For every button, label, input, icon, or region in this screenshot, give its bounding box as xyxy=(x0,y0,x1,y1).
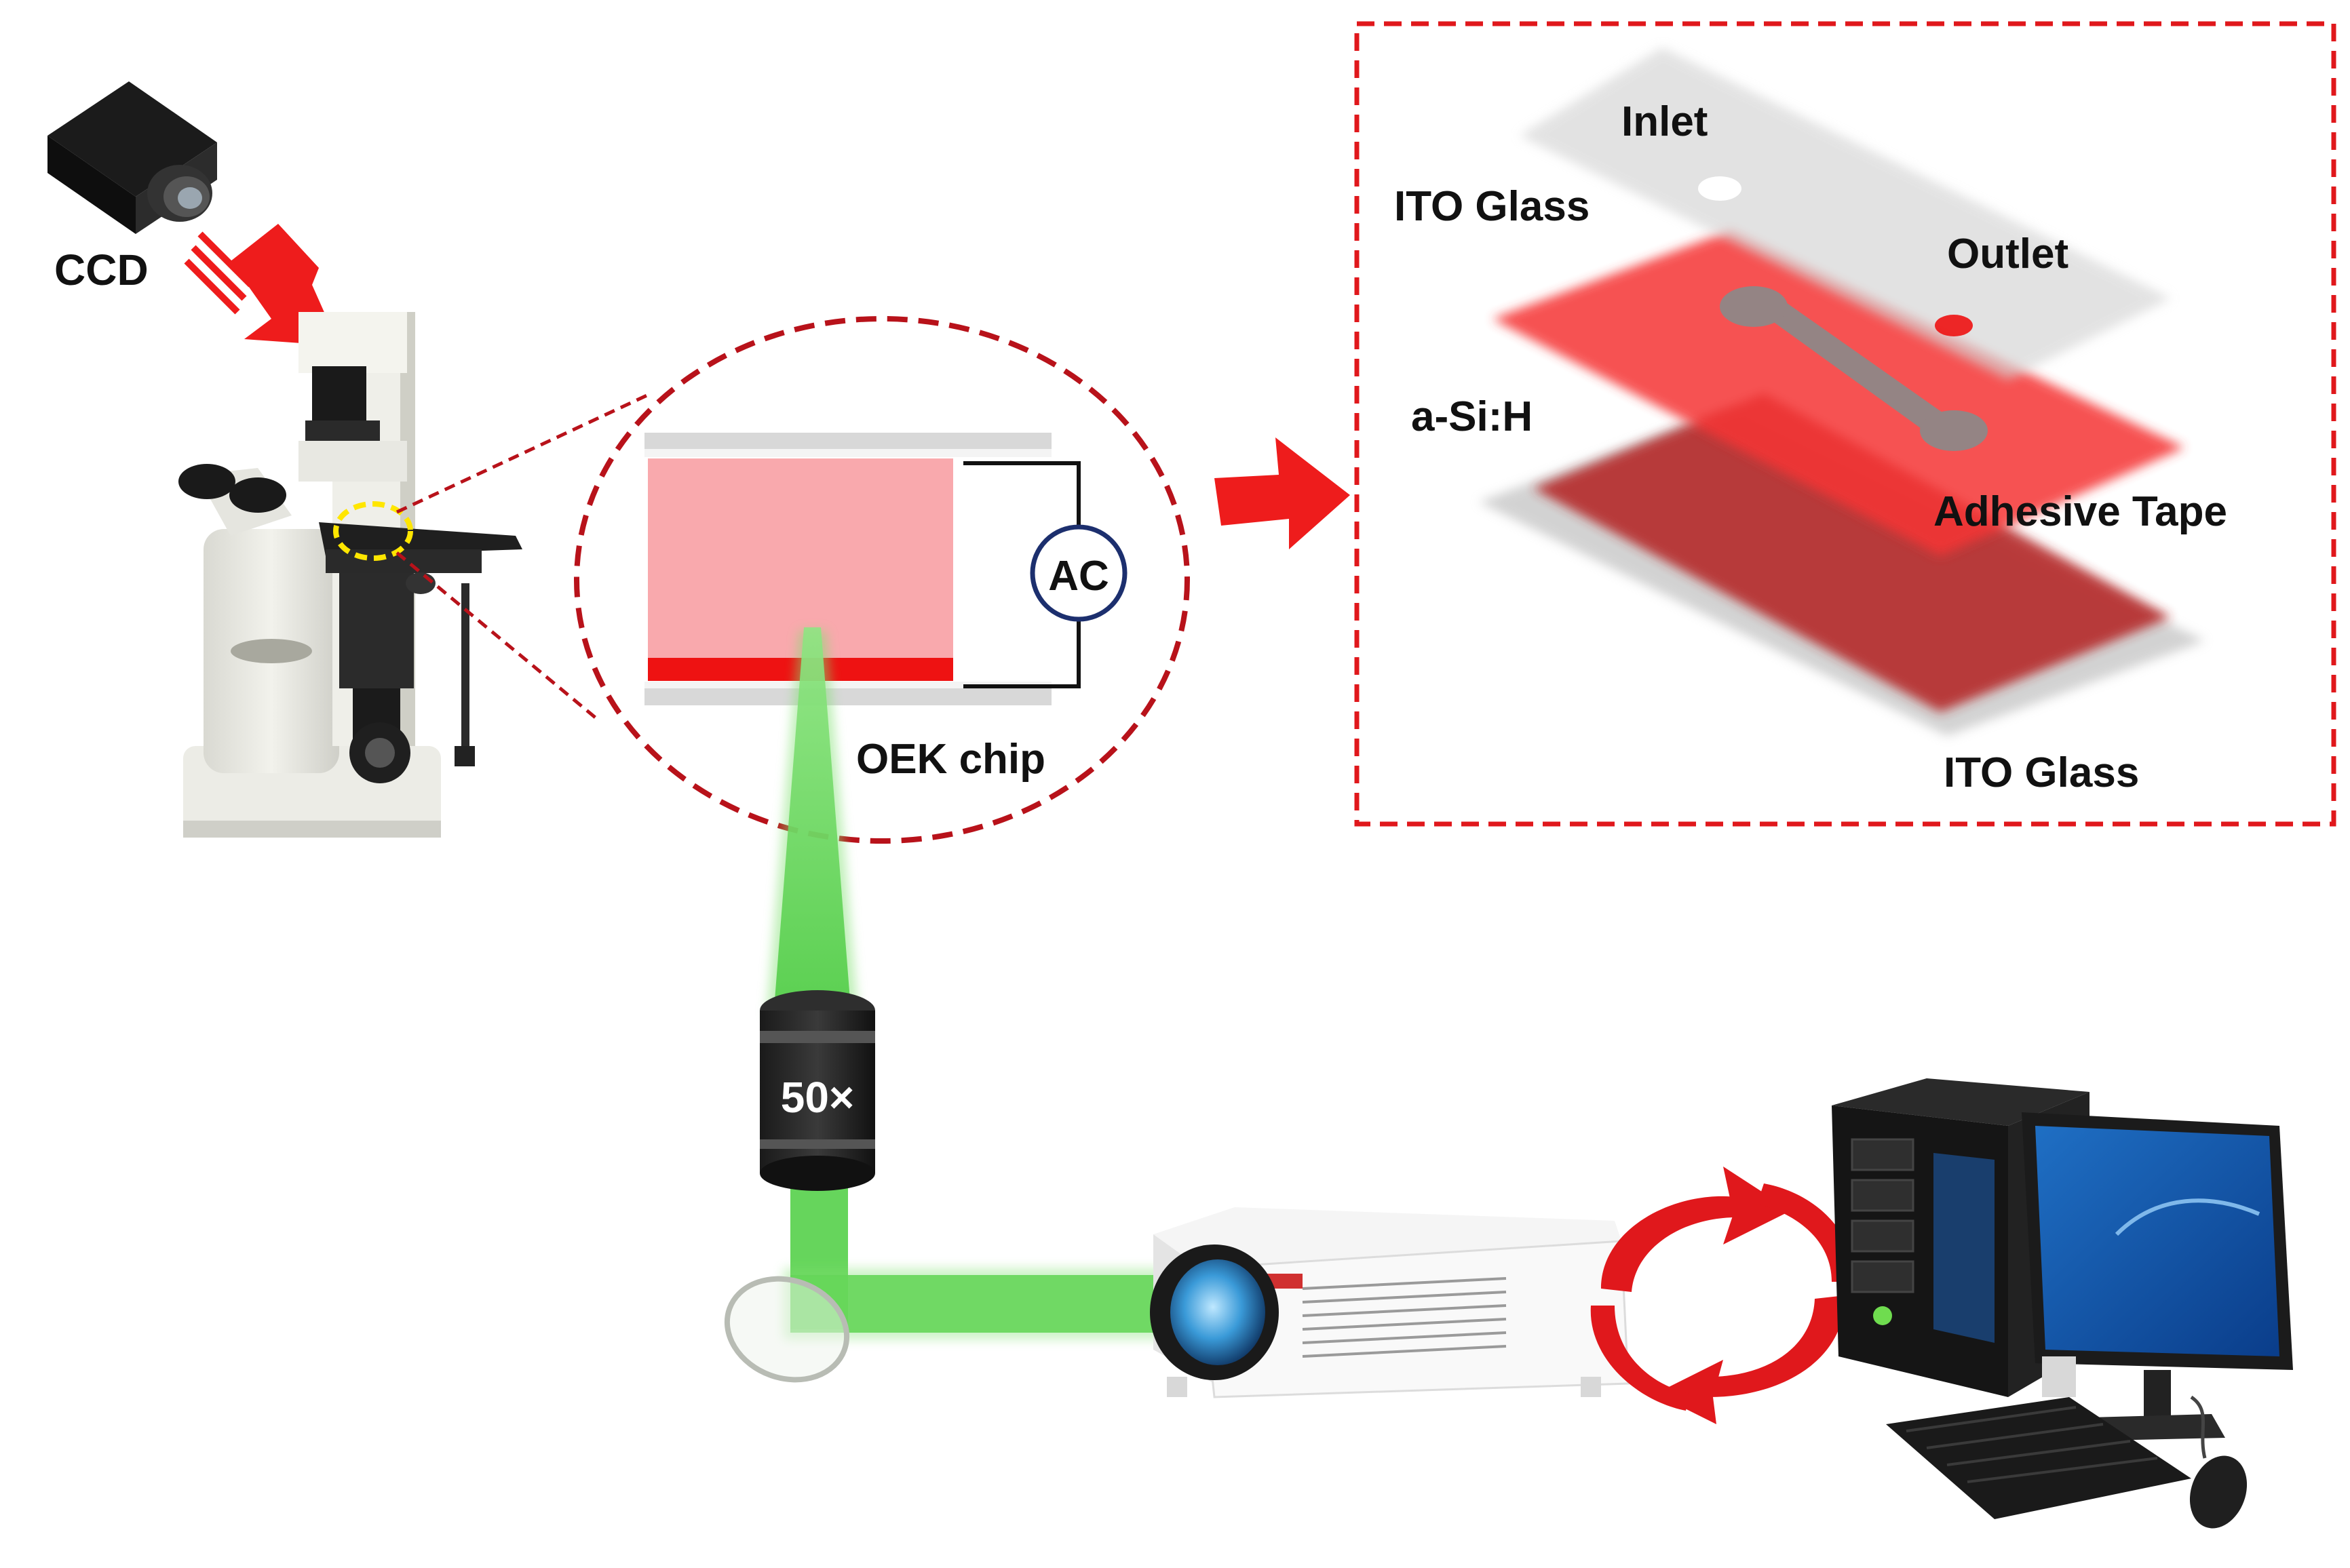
computer-icon xyxy=(1832,1078,2293,1529)
microscope-icon xyxy=(178,312,522,838)
inlet-hole-icon xyxy=(1698,176,1741,201)
light-beam-path xyxy=(767,627,1177,1339)
ac-circuit xyxy=(963,461,1081,688)
sync-arrows-icon xyxy=(1590,1167,1855,1424)
microfluidic-channel xyxy=(1720,286,1988,451)
mirror-icon xyxy=(724,1276,850,1383)
adhesive-tape-label: Adhesive Tape xyxy=(1933,488,2227,535)
expand-arrow-icon xyxy=(1214,437,1350,549)
ac-label: AC xyxy=(1048,553,1109,600)
objective-magnification-label: 50× xyxy=(781,1073,855,1122)
outlet-hole-icon xyxy=(1935,315,1973,336)
ito-glass-bottom-label: ITO Glass xyxy=(1944,749,2139,796)
inlet-label: Inlet xyxy=(1621,98,1708,145)
outlet-label: Outlet xyxy=(1947,231,2068,277)
exploded-view-box xyxy=(1354,21,2336,827)
oek-chip-cross-section xyxy=(644,433,1052,705)
ccd-label: CCD xyxy=(54,246,149,294)
projector-icon xyxy=(1150,1207,1630,1398)
ccd-camera-icon xyxy=(47,81,217,234)
oek-chip-zoom-circle xyxy=(574,316,1190,844)
zoom-lines xyxy=(396,391,653,720)
exploded-chip-layers xyxy=(1479,47,2205,736)
objective-lens-icon xyxy=(760,990,875,1191)
ac-source-icon xyxy=(1030,524,1128,622)
oek-chip-label: OEK chip xyxy=(856,736,1045,783)
sample-region-marker xyxy=(333,501,413,561)
a-si-h-label: a-Si:H xyxy=(1411,393,1533,440)
ito-glass-top-label: ITO Glass xyxy=(1394,183,1590,230)
